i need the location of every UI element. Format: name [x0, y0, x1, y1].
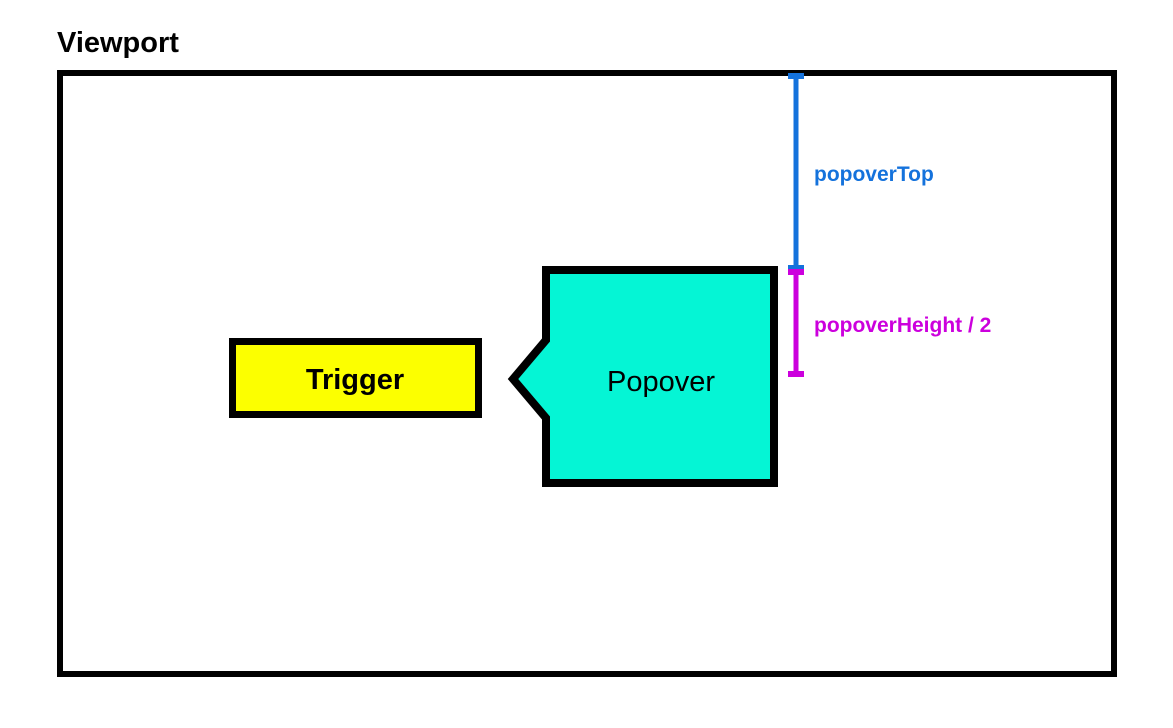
page-title: Viewport [57, 27, 179, 59]
popover-top-label: popoverTop [814, 163, 934, 186]
popover-shape[interactable] [507, 266, 778, 487]
trigger-label: Trigger [306, 364, 404, 396]
popover-height-half-label: popoverHeight / 2 [814, 314, 991, 337]
trigger-box[interactable] [229, 338, 482, 418]
popover-label: Popover [607, 366, 715, 398]
measure-popover-height-half: popoverHeight / 2 [788, 269, 991, 377]
measure-popover-top: popoverTop [788, 73, 934, 271]
